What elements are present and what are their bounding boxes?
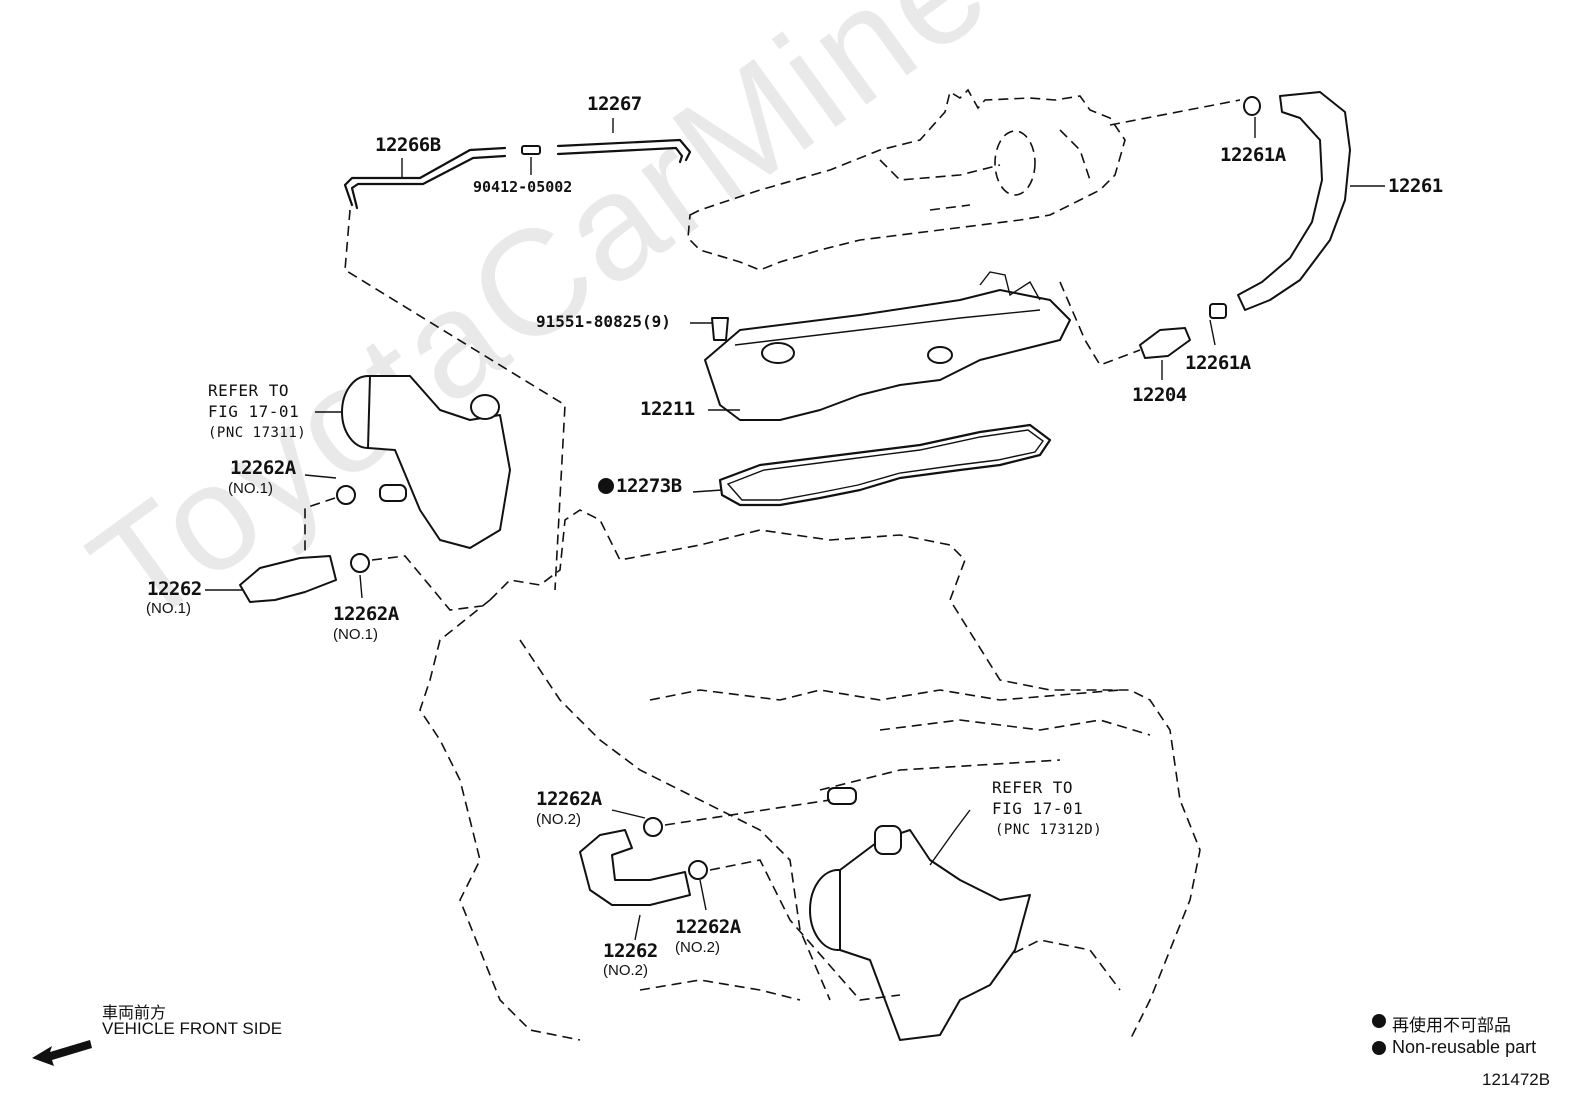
- vehicle-front-jp: 車両前方: [102, 1005, 167, 1022]
- ref1-line3: (PNC 17311): [208, 425, 307, 441]
- label-12262-no1: 12262: [147, 578, 202, 600]
- ref2-line2: FIG 17-01: [992, 799, 1084, 818]
- label-12262A-no2-lower-sub: (NO.2): [675, 939, 720, 956]
- label-12273B: 12273B: [616, 475, 682, 497]
- front-arrow-icon: [32, 1040, 92, 1066]
- leader-lines: [205, 117, 1385, 941]
- nonreusable-en: Non-reusable part: [1392, 1037, 1537, 1057]
- vehicle-front-en: VEHICLE FRONT SIDE: [102, 1019, 283, 1038]
- throttle-body-lower: [809, 787, 1031, 1041]
- label-12262A-no1-lower-sub: (NO.1): [333, 626, 378, 643]
- label-12262-no2: 12262: [603, 940, 658, 962]
- figure-id: 121472B: [1482, 1070, 1551, 1089]
- hoses-top-left: [343, 138, 692, 591]
- cylinder-head-cover: [704, 271, 1071, 421]
- label-12261A-top: 12261A: [1220, 144, 1286, 166]
- label-12262-no2-sub: (NO.2): [603, 962, 648, 979]
- label-12262A-no1-lower: 12262A: [333, 603, 399, 625]
- engine-block-outline: [419, 509, 1201, 1041]
- nonreusable-marker: [598, 478, 614, 494]
- label-12262A-no2-upper: 12262A: [536, 788, 602, 810]
- ref2-line1: REFER TO: [992, 778, 1074, 797]
- legend-dot-jp: [1372, 1014, 1386, 1028]
- label-12204: 12204: [1132, 384, 1187, 406]
- label-12262A-no2-lower: 12262A: [675, 916, 741, 938]
- ref1-line2: FIG 17-01: [208, 402, 300, 421]
- label-12261: 12261: [1388, 175, 1443, 197]
- label-12266B: 12266B: [375, 134, 441, 156]
- label-12262-no1-sub: (NO.1): [146, 600, 191, 617]
- legend-dot-en: [1372, 1041, 1386, 1055]
- label-12261A-mid: 12261A: [1185, 352, 1251, 374]
- hose-12261: [1209, 91, 1351, 319]
- label-12262A-no2-upper-sub: (NO.2): [536, 811, 581, 828]
- ref1-line1: REFER TO: [208, 381, 290, 400]
- label-91551-80825: 91551-80825(9): [536, 312, 671, 331]
- label-12267: 12267: [587, 93, 642, 115]
- label-90412-05002: 90412-05002: [473, 178, 573, 196]
- label-12211: 12211: [640, 398, 695, 420]
- ref2-line3: (PNC 17312D): [995, 822, 1103, 838]
- label-12262A-no1-upper: 12262A: [230, 457, 296, 479]
- hose-12262-no1: [239, 485, 483, 611]
- pcv-valve: [1059, 281, 1191, 366]
- hose-12262-no2: [579, 799, 901, 1001]
- head-cover-gasket: [718, 423, 1052, 507]
- intake-manifold-outline: [687, 88, 1241, 271]
- label-12262A-no1-upper-sub: (NO.1): [228, 480, 273, 497]
- throttle-body-upper: [341, 375, 511, 549]
- nonreusable-jp: 再使用不可部品: [1392, 1016, 1511, 1035]
